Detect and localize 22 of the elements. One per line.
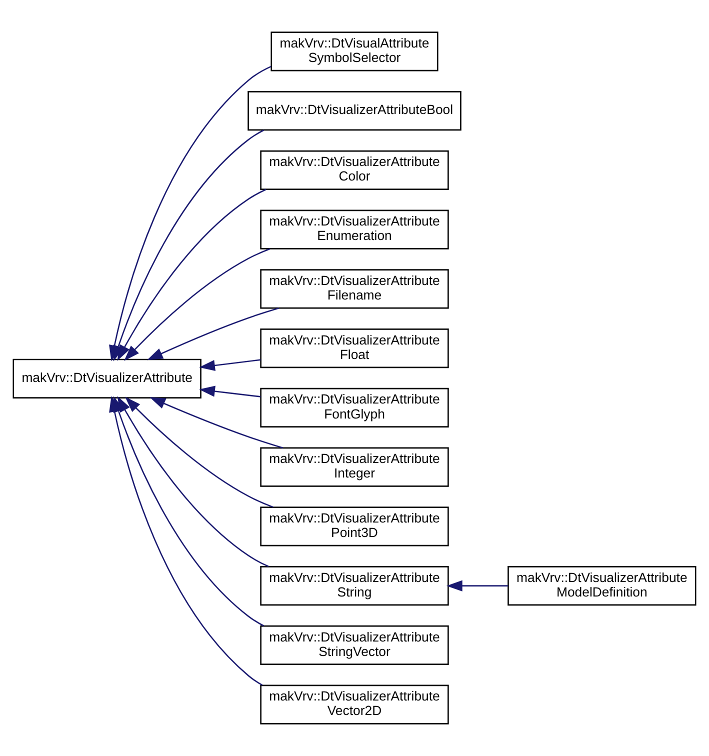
node-box: makVrv::DtVisualizerAttribute FontGlyph bbox=[260, 388, 449, 428]
arrow bbox=[199, 359, 261, 371]
arrow bbox=[124, 248, 270, 361]
node-box: makVrv::DtVisualAttribute SymbolSelector bbox=[270, 32, 438, 72]
arrow bbox=[117, 188, 266, 361]
node-box: makVrv::DtVisualizerAttribute Point3D bbox=[260, 506, 449, 546]
arrow bbox=[147, 307, 280, 360]
node-box: makVrv::DtVisualizerAttribute String bbox=[260, 566, 449, 606]
node-box: makVrv::DtVisualizerAttribute Vector2D bbox=[260, 684, 449, 724]
arrow bbox=[125, 396, 274, 508]
arrow bbox=[446, 580, 508, 592]
arrow bbox=[150, 397, 284, 449]
node-box: makVrv::DtVisualizerAttribute Filename bbox=[260, 269, 449, 309]
node-box: makVrv::DtVisualizerAttribute Integer bbox=[260, 447, 449, 487]
node-box: makVrv::DtVisualizerAttribute StringVector bbox=[260, 625, 449, 665]
arrow bbox=[199, 386, 261, 398]
node-box: makVrv::DtVisualizerAttribute Enumeration bbox=[260, 210, 449, 250]
node-box: makVrv::DtVisualizerAttributeBool bbox=[248, 91, 462, 131]
node-box: makVrv::DtVisualizerAttribute Color bbox=[260, 150, 449, 190]
node-box: makVrv::DtVisualizerAttribute bbox=[12, 358, 202, 398]
node-box: makVrv::DtVisualizerAttribute Float bbox=[260, 328, 449, 368]
node-box: makVrv::DtVisualizerAttribute ModelDefinition bbox=[508, 566, 696, 606]
